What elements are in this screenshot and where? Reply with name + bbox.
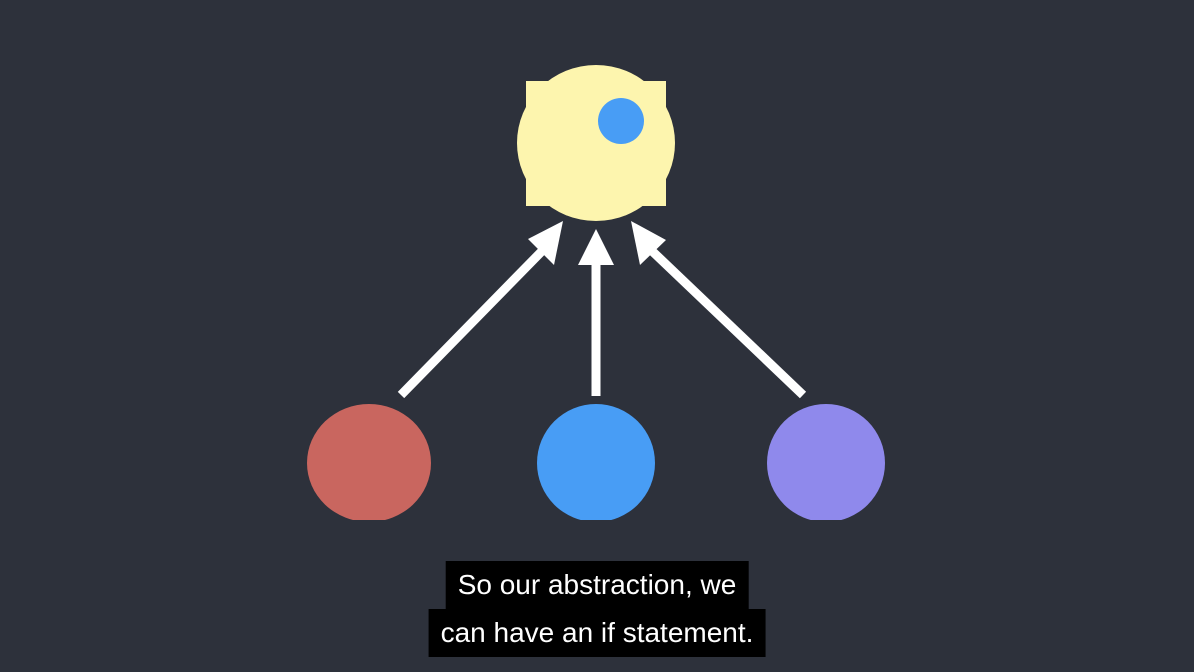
abstraction-node [517, 65, 675, 221]
red-node [307, 404, 431, 520]
arrow-red-to-abstraction [397, 221, 563, 399]
arrows [397, 221, 807, 399]
blue-node [537, 404, 655, 520]
abstraction-diagram [307, 65, 885, 520]
caption-line-1: So our abstraction, we [445, 561, 749, 609]
abstraction-node-circle [517, 65, 675, 221]
abstraction-inner-dot [598, 98, 644, 144]
purple-node [767, 404, 885, 520]
arrow-blue-to-abstraction [578, 229, 614, 396]
arrow-purple-to-abstraction [631, 221, 807, 399]
caption-line-2: can have an if statement. [428, 609, 766, 657]
